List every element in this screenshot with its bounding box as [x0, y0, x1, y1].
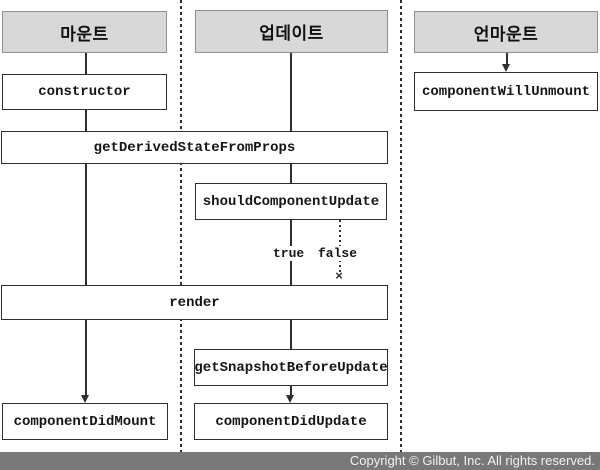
node-componentWillUnmount: componentWillUnmount — [414, 72, 598, 111]
node-shouldComponentUpdate: shouldComponentUpdate — [195, 183, 387, 220]
arrow-down-icon — [502, 64, 510, 72]
copyright-text: Copyright © Gilbut, Inc. All rights rese… — [349, 453, 595, 468]
node-constructor: constructor — [2, 74, 167, 110]
branch-label-true: true — [271, 246, 307, 261]
flow-stop-mark: × — [335, 269, 343, 284]
flow-connector — [506, 53, 508, 66]
copyright-bar: Copyright © Gilbut, Inc. All rights rese… — [0, 452, 600, 470]
node-render: render — [1, 285, 388, 320]
column-header-unmount: 언마운트 — [414, 11, 598, 53]
column-separator-update-unmount — [400, 0, 402, 452]
column-header-mount: 마운트 — [2, 11, 167, 53]
flow-connector — [85, 110, 87, 131]
column-header-update: 업데이트 — [195, 10, 388, 53]
node-getDerivedStateFromProps: getDerivedStateFromProps — [1, 131, 388, 164]
arrow-down-icon — [286, 395, 294, 403]
node-getSnapshotBeforeUpdate: getSnapshotBeforeUpdate — [194, 349, 388, 386]
flow-connector — [85, 320, 87, 397]
branch-label-false: false — [316, 246, 360, 261]
flow-connector — [290, 386, 292, 397]
flow-connector — [290, 320, 292, 349]
flow-connector — [85, 53, 87, 74]
flow-connector — [290, 164, 292, 183]
flow-connector — [85, 164, 87, 285]
arrow-down-icon — [81, 395, 89, 403]
flow-connector — [290, 53, 292, 131]
node-componentDidUpdate: componentDidUpdate — [194, 403, 388, 440]
node-componentDidMount: componentDidMount — [2, 403, 168, 440]
column-separator-mount-update — [180, 0, 182, 452]
